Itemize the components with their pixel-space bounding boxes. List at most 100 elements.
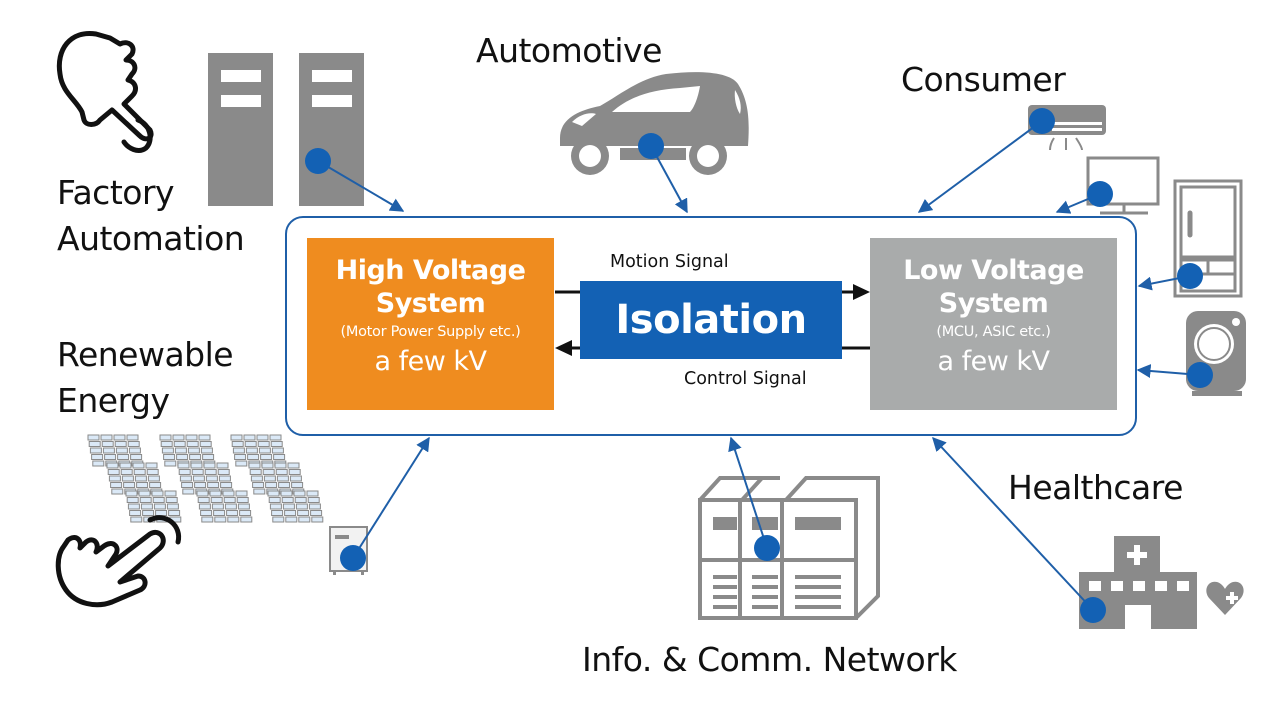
refrigerator-icon bbox=[1173, 179, 1243, 298]
solar-cell bbox=[311, 516, 324, 523]
solar-cell bbox=[271, 510, 284, 516]
solar-cell bbox=[87, 434, 100, 441]
automotive-node-dot bbox=[638, 133, 664, 159]
factory-automation-line1: Factory bbox=[57, 173, 175, 212]
solar-cell bbox=[152, 497, 165, 503]
motion-signal-label: Motion Signal bbox=[610, 252, 729, 272]
solar-cell bbox=[147, 475, 160, 482]
factory-automation-label: Factory Automation bbox=[57, 173, 245, 258]
solar-cell bbox=[104, 454, 117, 460]
solar-cell bbox=[224, 503, 237, 510]
consumer-ac-connector-arrow bbox=[917, 120, 1043, 213]
solar-cell bbox=[120, 469, 133, 475]
isolated-system-frame bbox=[285, 216, 1137, 436]
solar-cell bbox=[203, 462, 216, 469]
solar-cell bbox=[132, 462, 145, 469]
solar-cell bbox=[295, 503, 308, 510]
solar-cell bbox=[187, 447, 200, 454]
hand-tap-icon bbox=[55, 515, 182, 608]
solar-cell bbox=[307, 497, 320, 503]
solar-cell bbox=[106, 462, 119, 469]
solar-cell bbox=[218, 475, 231, 482]
solar-cell bbox=[223, 497, 236, 503]
solar-cell bbox=[227, 516, 240, 523]
solar-cell bbox=[173, 441, 186, 447]
solar-cell bbox=[139, 497, 152, 503]
solar-cell bbox=[275, 469, 288, 475]
solar-cell bbox=[261, 462, 274, 469]
solar-cell bbox=[210, 497, 223, 503]
solar-cell bbox=[108, 475, 121, 482]
solar-cell bbox=[226, 510, 239, 516]
solar-cell bbox=[119, 462, 132, 469]
solar-cell bbox=[288, 469, 301, 475]
solar-cell bbox=[252, 482, 265, 488]
solar-cell bbox=[88, 441, 101, 447]
solar-cell bbox=[130, 454, 143, 460]
control-signal-label: Control Signal bbox=[684, 369, 807, 389]
solar-cell bbox=[92, 460, 105, 467]
solar-cell bbox=[149, 482, 162, 488]
solar-cell bbox=[237, 503, 250, 510]
solar-cell bbox=[280, 490, 293, 497]
solar-cell bbox=[272, 516, 285, 523]
network-server-icon bbox=[698, 476, 880, 620]
solar-cell bbox=[111, 488, 124, 495]
solar-cell bbox=[200, 447, 213, 454]
solar-cell bbox=[160, 441, 173, 447]
renewable-energy-label: Renewable Energy bbox=[57, 335, 234, 420]
solar-cell bbox=[310, 510, 323, 516]
solar-cell bbox=[217, 469, 230, 475]
solar-cell bbox=[222, 490, 235, 497]
solar-cell bbox=[126, 434, 139, 441]
solar-cell bbox=[163, 454, 176, 460]
consumer-ac-node-dot bbox=[1029, 108, 1055, 134]
solar-cell bbox=[190, 462, 203, 469]
solar-cell bbox=[102, 447, 115, 454]
solar-cell bbox=[205, 475, 218, 482]
solar-cell bbox=[161, 447, 174, 454]
solar-cell bbox=[248, 462, 261, 469]
solar-cell bbox=[159, 434, 172, 441]
factory-connector-arrow bbox=[317, 160, 405, 212]
solar-cell bbox=[127, 441, 140, 447]
consumer-tv-node-dot bbox=[1087, 181, 1113, 207]
solar-cell bbox=[114, 441, 127, 447]
info-comm-network-label: Info. & Comm. Network bbox=[582, 640, 957, 679]
solar-cell bbox=[110, 482, 123, 488]
solar-cell bbox=[273, 454, 286, 460]
solar-cell bbox=[129, 510, 142, 516]
solar-cell bbox=[216, 462, 229, 469]
solar-cell bbox=[282, 503, 295, 510]
renewable-connector-arrow bbox=[352, 436, 430, 559]
solar-cell bbox=[134, 475, 147, 482]
solar-cell bbox=[235, 490, 248, 497]
solar-cell bbox=[289, 475, 302, 482]
solar-cell bbox=[244, 441, 257, 447]
renewable-node-dot bbox=[340, 545, 366, 571]
network-node-dot bbox=[754, 535, 780, 561]
solar-cell bbox=[164, 460, 177, 467]
solar-cell bbox=[177, 462, 190, 469]
low-voltage-subtitle: (MCU, ASIC etc.) bbox=[936, 324, 1051, 340]
high-voltage-title-line1: High Voltage bbox=[335, 255, 526, 286]
factory-automation-line2: Automation bbox=[57, 218, 245, 258]
solar-cell bbox=[185, 434, 198, 441]
solar-cell bbox=[306, 490, 319, 497]
solar-cell bbox=[268, 497, 281, 503]
solar-cell bbox=[191, 469, 204, 475]
solar-cell bbox=[258, 447, 271, 454]
renewable-energy-line1: Renewable bbox=[57, 335, 234, 374]
solar-cell bbox=[200, 510, 213, 516]
solar-cell bbox=[181, 482, 194, 488]
solar-cell bbox=[201, 516, 214, 523]
solar-cell bbox=[249, 469, 262, 475]
hand-pointer-icon bbox=[56, 31, 154, 153]
solar-cell bbox=[253, 488, 266, 495]
solar-cell bbox=[198, 434, 211, 441]
solar-cell bbox=[262, 469, 275, 475]
solar-cell bbox=[267, 490, 280, 497]
solar-cell bbox=[207, 482, 220, 488]
solar-cell bbox=[101, 441, 114, 447]
solar-cell bbox=[100, 434, 113, 441]
